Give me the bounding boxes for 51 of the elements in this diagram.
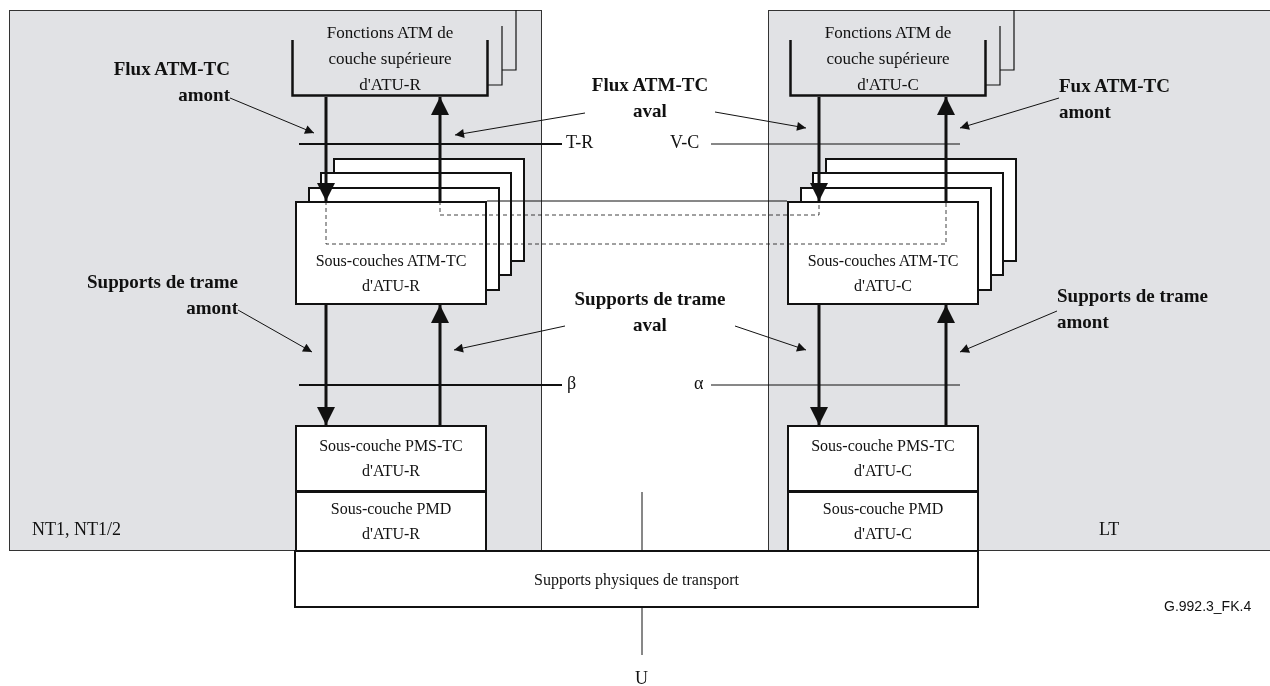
annotation-text: Supports de trame aval [565,286,735,338]
equipment-area [768,10,1270,551]
equipment-area [9,10,542,551]
annotation-text: Supports de trame amont [1057,283,1229,335]
area-label: NT1, NT1/2 [32,519,121,540]
arrow [317,97,335,201]
layer-label: Sous-couche PMS-TC d'ATU-C [810,436,956,481]
layer-label: Sous-couche PMD d'ATU-C [821,499,945,544]
figure-id: G.992.3_FK.4 [1164,598,1252,614]
reference-point-label: V-C [670,132,700,153]
layer-box [787,201,979,305]
leader-arrow [229,97,315,134]
arrow [810,97,828,201]
layer-label: Supports physiques de transport [533,570,740,591]
layer-label: Sous-couches ATM-TC d'ATU-R [314,251,468,296]
layer-box [294,550,979,608]
reference-point-label: β [567,373,577,394]
leader-arrow [959,310,1058,353]
leader-arrow [959,97,1060,130]
area-label: LT [1099,519,1120,540]
leader-arrow [734,325,807,352]
layer-label: Sous-couches ATM-TC d'ATU-C [806,251,960,296]
layer-box [295,491,487,552]
layer-label: Fonctions ATM de couche supérieure d'ATU-R [325,22,455,96]
connector-line [325,200,947,245]
layer-label: Sous-couche PMS-TC d'ATU-R [318,436,464,481]
layer-label: Sous-couche PMD d'ATU-R [329,499,453,544]
layer-box [295,201,487,305]
connector-line [486,200,788,202]
reference-point-label: U [635,668,648,686]
leader-arrow [453,325,566,353]
arrow [317,305,335,425]
reference-point-label: α [694,373,704,394]
arrow [431,97,449,201]
arrow [810,305,828,425]
reference-point-label: T-R [566,132,594,153]
layer-label: Fonctions ATM de couche supérieure d'ATU-C [823,22,953,96]
annotation-text: Flux ATM-TC aval [585,72,715,124]
arrow [937,305,955,425]
leader-arrow [454,112,586,138]
leader-arrow [714,111,807,131]
arrow [937,97,955,201]
arrow [431,305,449,425]
annotation-text: Supports de trame amont [68,269,238,321]
annotation-text: Flux ATM-TC amont [98,56,230,108]
annotation-text: Fux ATM-TC amont [1059,73,1191,125]
layer-box [787,425,979,492]
connector-line [439,200,820,216]
layer-box [295,425,487,492]
layer-box [787,491,979,552]
leader-arrow [237,309,313,353]
